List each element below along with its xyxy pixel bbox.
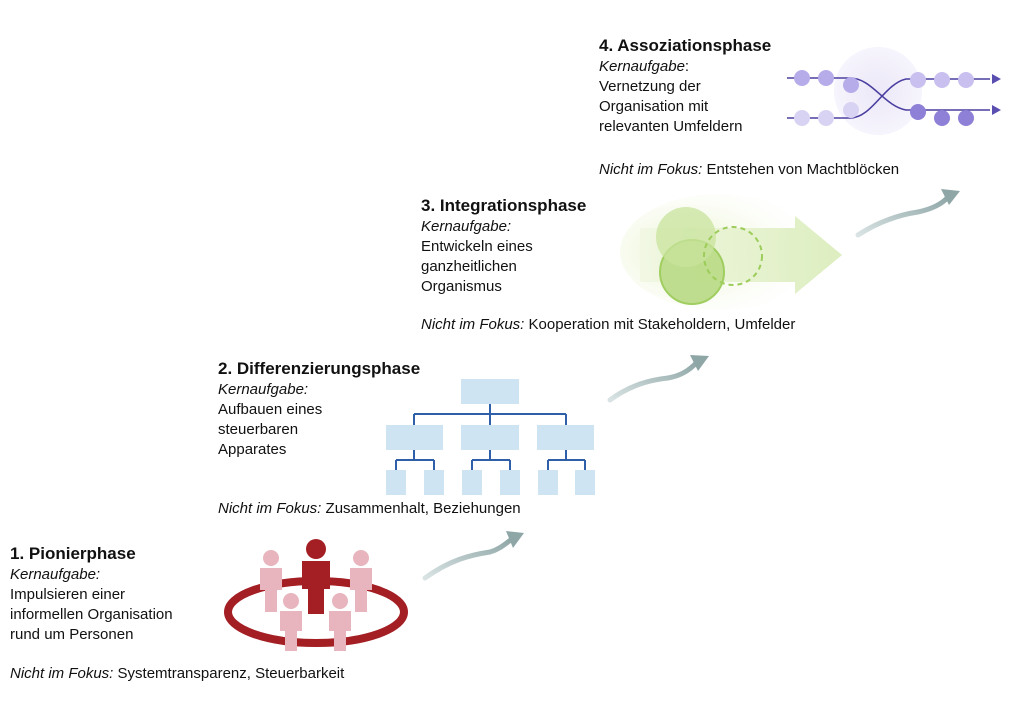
phase-1-not-focus-text: Systemtransparenz, Steuerbarkeit	[113, 665, 345, 682]
phase-3-not-in-focus: Nicht im Fokus: Kooperation mit Stakehol…	[421, 315, 795, 335]
phase-1-not-in-focus: Nicht im Fokus: Systemtransparenz, Steue…	[10, 664, 344, 684]
phase-3-task: Entwickeln eines ganzheitlichen Organism…	[421, 238, 533, 295]
phase-3-task-label: Kernaufgabe:	[421, 218, 512, 235]
phase-4-not-in-focus: Nicht im Fokus: Entstehen von Machtblöck…	[599, 160, 899, 180]
phase-2-not-in-focus: Nicht im Fokus: Zusammenhalt, Beziehunge…	[218, 499, 521, 519]
org-chart-icon	[386, 379, 595, 495]
phase-2-title: 2. Differenzierungsphase	[218, 359, 421, 378]
phase-2-not-focus-label: Nicht im Fokus:	[218, 500, 322, 517]
phase-4-not-focus-text: Entstehen von Machtblöcken	[702, 161, 900, 178]
transition-arrow-icon-2	[607, 355, 709, 403]
phase-4-task: Vernetzung der Organisation mit relevant…	[599, 78, 743, 135]
transition-arrow-icon-3	[855, 189, 960, 238]
pioneer-people-icon	[224, 539, 408, 651]
phase-4-task-label-suffix: :	[684, 58, 690, 75]
phase-3-not-focus-text: Kooperation mit Stakeholdern, Umfelder	[524, 316, 796, 333]
phase-3-title: 3. Integrationsphase	[421, 196, 587, 215]
phase-1-title: 1. Pionierphase	[10, 544, 136, 563]
phase-1-block: 1. Pionierphase Kernaufgabe: Impulsieren…	[10, 543, 173, 645]
phase-2-task: Aufbauen eines steuerbaren Apparates	[218, 401, 323, 458]
phase-4-title: 4. Assoziationsphase	[599, 36, 772, 55]
phase-2-block: 2. Differenzierungsphase Kernaufgabe: Au…	[218, 358, 420, 460]
transition-arrow-icon-1	[422, 531, 524, 581]
phase-4-not-focus-label: Nicht im Fokus:	[599, 161, 703, 178]
phase-1-not-focus-label: Nicht im Fokus:	[10, 665, 114, 682]
phase-4-block: 4. Assoziationsphase Kernaufgabe: Vernet…	[599, 35, 771, 137]
phase-2-task-label: Kernaufgabe:	[218, 381, 309, 398]
phase-4-task-label: Kernaufgabe	[599, 58, 685, 75]
phase-3-not-focus-label: Nicht im Fokus:	[421, 316, 525, 333]
phase-3-block: 3. Integrationsphase Kernaufgabe: Entwic…	[421, 195, 586, 297]
phase-2-not-focus-text: Zusammenhalt, Beziehungen	[321, 500, 521, 517]
integration-circles-icon	[620, 194, 842, 310]
association-network-icon	[787, 47, 1001, 135]
phase-1-task-label: Kernaufgabe:	[10, 566, 101, 583]
phase-1-task: Impulsieren einer informellen Organisati…	[10, 586, 173, 643]
